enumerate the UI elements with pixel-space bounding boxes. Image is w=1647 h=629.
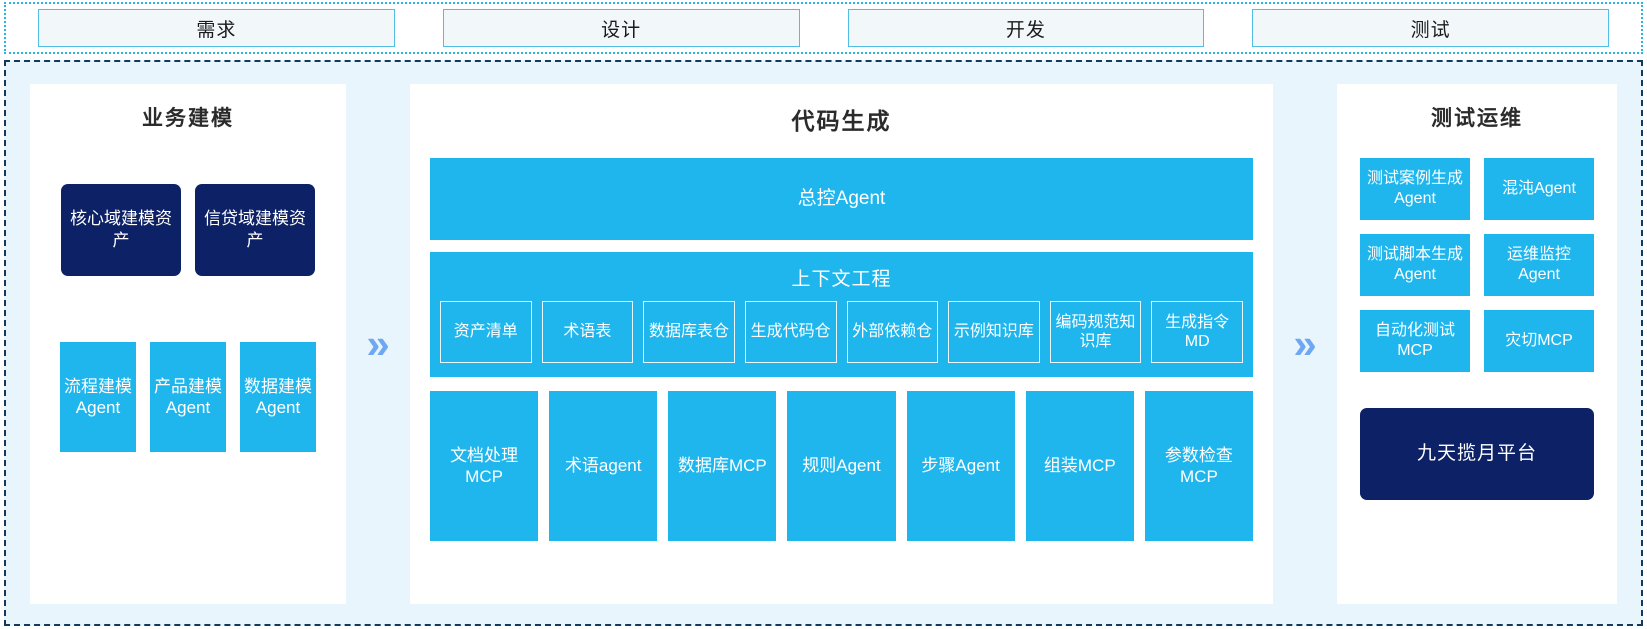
agent-ops-monitoring[interactable]: 运维监控Agent bbox=[1484, 234, 1594, 296]
context-engineering-title: 上下文工程 bbox=[791, 269, 892, 290]
tool-automated-test-mcp[interactable]: 自动化测试MCP bbox=[1360, 310, 1470, 372]
tool-list: 文档处理MCP 术语agent 数据库MCP 规则Agent 步骤Agent 组… bbox=[430, 391, 1253, 541]
agent-data-modeling[interactable]: 数据建模Agent bbox=[240, 342, 316, 452]
tool-glossary-agent[interactable]: 术语agent bbox=[549, 391, 658, 541]
agent-test-script-generation[interactable]: 测试脚本生成Agent bbox=[1360, 234, 1470, 296]
context-item-example-knowledge-base[interactable]: 示例知识库 bbox=[948, 301, 1040, 363]
tool-document-processing-mcp[interactable]: 文档处理MCP bbox=[430, 391, 539, 541]
agent-process-modeling[interactable]: 流程建模Agent bbox=[60, 342, 136, 452]
context-item-glossary[interactable]: 术语表 bbox=[541, 301, 634, 363]
phase-item-testing[interactable]: 测试 bbox=[1252, 9, 1609, 47]
test-ops-agent-grid: 测试案例生成Agent 混沌Agent 测试脚本生成Agent 运维监控Agen… bbox=[1360, 158, 1594, 372]
phase-label: 需求 bbox=[196, 19, 237, 41]
context-item-list: 资产清单 术语表 数据库表仓 生成代码仓 外部依赖仓 示例知识库 编码规范知识库… bbox=[440, 301, 1243, 363]
phase-label: 设计 bbox=[601, 19, 642, 41]
context-item-coding-standard-knowledge-base[interactable]: 编码规范知识库 bbox=[1049, 301, 1142, 363]
platform-jiutian-lanyue[interactable]: 九天揽月平台 bbox=[1360, 408, 1594, 500]
business-asset-group: 核心域建模资产 信贷域建模资产 bbox=[61, 184, 315, 276]
tool-parameter-check-mcp[interactable]: 参数检查MCP bbox=[1144, 391, 1253, 541]
context-engineering-group: 上下文工程 资产清单 术语表 数据库表仓 生成代码仓 外部依赖仓 示例知识库 编… bbox=[430, 252, 1253, 377]
context-item-asset-list[interactable]: 资产清单 bbox=[440, 301, 532, 363]
asset-core-domain[interactable]: 核心域建模资产 bbox=[61, 184, 181, 276]
phase-label: 开发 bbox=[1005, 19, 1046, 41]
context-item-generated-code-repo[interactable]: 生成代码仓 bbox=[744, 301, 837, 363]
asset-credit-domain[interactable]: 信贷域建模资产 bbox=[195, 184, 315, 276]
tool-disaster-switch-mcp[interactable]: 灾切MCP bbox=[1484, 310, 1594, 372]
panel-title-code-generation: 代码生成 bbox=[791, 108, 892, 134]
main-region: 业务建模 核心域建模资产 信贷域建模资产 流程建模Agent 产品建模Agent… bbox=[4, 60, 1643, 626]
agent-product-modeling[interactable]: 产品建模Agent bbox=[150, 342, 226, 452]
phase-item-development[interactable]: 开发 bbox=[847, 9, 1205, 47]
panel-title-business-modeling: 业务建模 bbox=[142, 107, 234, 130]
code-generation-body: 总控Agent 上下文工程 资产清单 术语表 数据库表仓 生成代码仓 外部依赖仓… bbox=[430, 136, 1253, 541]
tool-database-mcp[interactable]: 数据库MCP bbox=[668, 391, 777, 541]
tool-step-agent[interactable]: 步骤Agent bbox=[906, 391, 1015, 541]
tool-rule-agent[interactable]: 规则Agent bbox=[787, 391, 896, 541]
agent-test-case-generation[interactable]: 测试案例生成Agent bbox=[1360, 158, 1470, 220]
tool-assembly-mcp[interactable]: 组装MCP bbox=[1025, 391, 1134, 541]
business-agent-group: 流程建模Agent 产品建模Agent 数据建模Agent bbox=[60, 342, 316, 452]
phase-bar: 需求 设计 开发 测试 bbox=[4, 2, 1643, 54]
chevron-right-icon-right: » bbox=[1293, 320, 1317, 367]
context-item-external-dependency-repo[interactable]: 外部依赖仓 bbox=[846, 301, 939, 363]
phase-label: 测试 bbox=[1410, 19, 1451, 41]
panel-title-test-ops: 测试运维 bbox=[1431, 107, 1523, 130]
phase-item-design[interactable]: 设计 bbox=[442, 9, 800, 47]
context-item-db-table-repo[interactable]: 数据库表仓 bbox=[643, 301, 735, 363]
controller-agent[interactable]: 总控Agent bbox=[430, 158, 1253, 240]
agent-chaos[interactable]: 混沌Agent bbox=[1484, 158, 1594, 220]
phase-item-requirement[interactable]: 需求 bbox=[38, 9, 395, 47]
panel-code-generation: 代码生成 总控Agent 上下文工程 资产清单 术语表 数据库表仓 生成代码仓 … bbox=[410, 84, 1273, 604]
panel-business-modeling: 业务建模 核心域建模资产 信贷域建模资产 流程建模Agent 产品建模Agent… bbox=[30, 84, 346, 604]
panel-test-ops: 测试运维 测试案例生成Agent 混沌Agent 测试脚本生成Agent 运维监… bbox=[1337, 84, 1617, 604]
chevron-right-icon-left: » bbox=[366, 320, 390, 367]
context-item-generation-instruction-md[interactable]: 生成指令MD bbox=[1151, 301, 1243, 363]
